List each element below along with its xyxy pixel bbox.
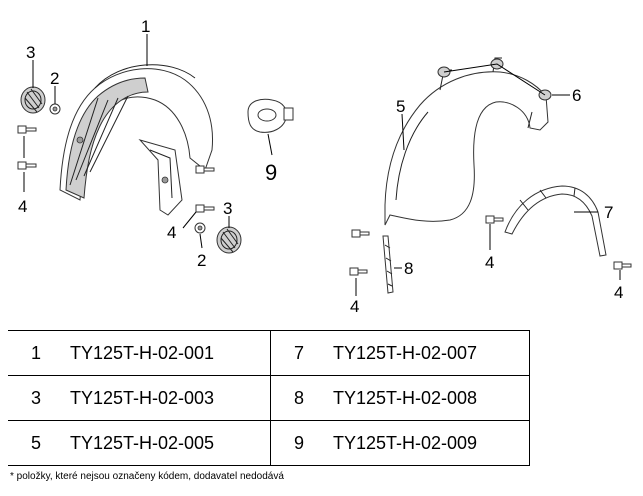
part-code-cell: TY125T-H-02-008 (327, 375, 530, 421)
part-number-cell: 9 (270, 420, 327, 466)
callout-1: 1 (141, 17, 150, 36)
callout-8: 8 (404, 259, 413, 278)
leader-lines (23, 34, 621, 296)
callout-3-lower: 3 (223, 199, 232, 218)
nut-lower-part (194, 222, 206, 234)
callout-4-bottom: 4 (350, 297, 359, 316)
part-number-cell: 1 (8, 330, 64, 376)
callout-2-lower: 2 (197, 251, 206, 270)
part-number-cell: 8 (270, 375, 327, 421)
grommet-part (247, 98, 294, 133)
nut-left-part (49, 103, 61, 115)
part-code-cell: TY125T-H-02-001 (64, 330, 271, 376)
part-code-cell: TY125T-H-02-003 (64, 375, 271, 421)
part-code-cell: TY125T-H-02-007 (327, 330, 530, 376)
footnote: * položky, které nejsou označeny kódem, … (10, 471, 284, 482)
bolts-right-part (349, 215, 632, 276)
callout-5: 5 (396, 97, 405, 116)
parts-table: 1 TY125T-H-02-001 7 TY125T-H-02-007 3 TY… (8, 330, 530, 466)
callout-4-right: 4 (614, 283, 623, 302)
exploded-parts-diagram: 1 3 2 4 4 3 2 9 5 6 7 8 4 4 4 (17, 17, 632, 316)
callout-9: 9 (265, 160, 277, 185)
callout-2-left: 2 (50, 69, 59, 88)
seal-strip-part (382, 235, 394, 294)
bolts-middle-part (195, 165, 215, 213)
part-code-cell: TY125T-H-02-005 (64, 420, 271, 466)
callout-7: 7 (604, 203, 613, 222)
bolts-left-part (17, 125, 37, 170)
table-row: 3 TY125T-H-02-003 8 TY125T-H-02-008 (8, 375, 530, 421)
table-row: 5 TY125T-H-02-005 9 TY125T-H-02-009 (8, 420, 530, 466)
callout-4-middle: 4 (167, 223, 176, 242)
callout-4-left: 4 (18, 197, 27, 216)
reflector-left-part (20, 86, 46, 114)
clips-part (437, 58, 552, 101)
callout-3-left: 3 (26, 43, 35, 62)
part-number-cell: 7 (270, 330, 327, 376)
table-row: 1 TY125T-H-02-001 7 TY125T-H-02-007 (8, 330, 530, 376)
part-number-cell: 5 (8, 420, 64, 466)
part-code-cell: TY125T-H-02-009 (327, 420, 530, 466)
reflector-lower-part (216, 226, 242, 254)
rear-inner-fender-part (384, 57, 549, 226)
callout-4-center: 4 (485, 253, 494, 272)
callout-6: 6 (572, 86, 581, 105)
callout-numbers: 1 3 2 4 4 3 2 9 5 6 7 8 4 4 4 (18, 17, 623, 316)
part-number-cell: 3 (8, 375, 64, 421)
front-fender-part (59, 64, 214, 216)
bracket-part (504, 185, 607, 257)
